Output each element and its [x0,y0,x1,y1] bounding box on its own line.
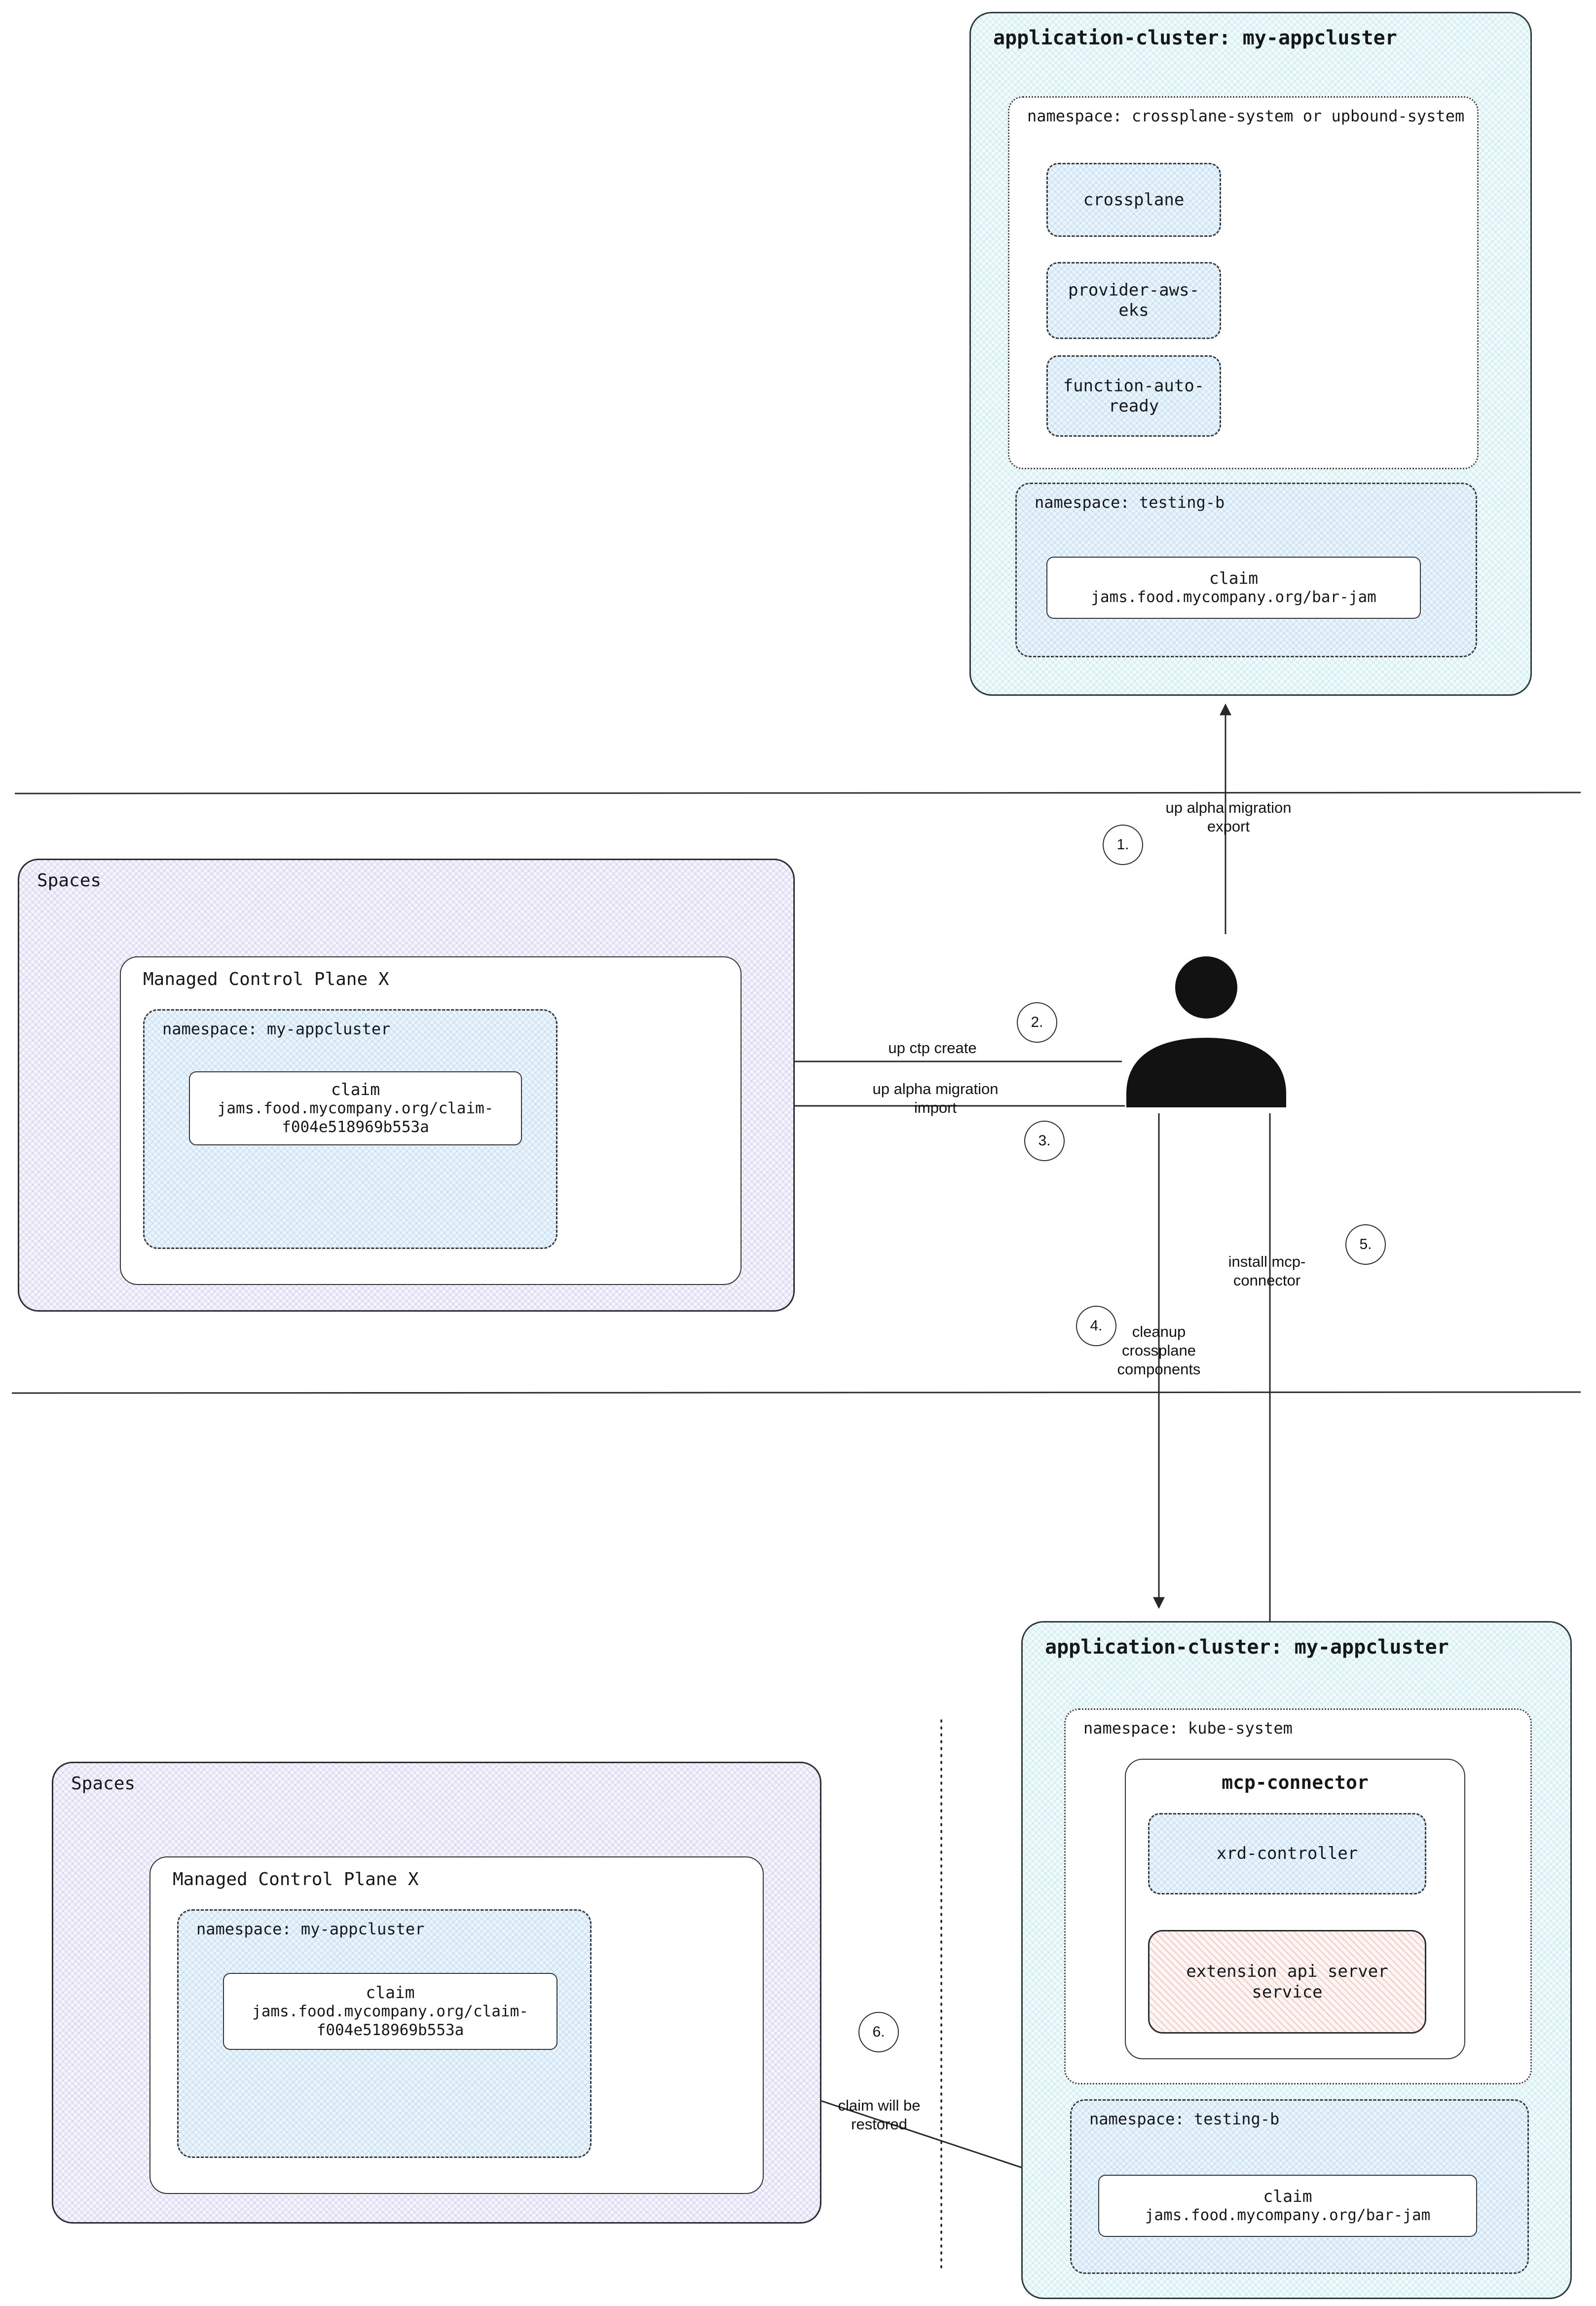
step1-badge: 1. [1103,825,1143,865]
user-icon [1126,956,1286,1107]
namespace-kube-system: namespace: kube-system mcp-connector xrd… [1064,1708,1532,2084]
step3-badge: 3. [1024,1121,1065,1161]
spaces-title: Spaces [37,870,102,891]
step6-badge: 6. [858,2012,899,2052]
namespace-my-appcluster-after: namespace: my-appcluster claim jams.food… [177,1909,592,2158]
claim-name: jams.food.mycompany.org/bar-jam [1091,588,1376,606]
namespace-label: namespace: testing-b [1089,2110,1280,2128]
section-divider-bottom [11,1391,1581,1394]
spaces-panel-before: Spaces Managed Control Plane X namespace… [18,859,795,1312]
managed-control-plane-after: Managed Control Plane X namespace: my-ap… [149,1856,764,2194]
spaces-title: Spaces [71,1774,136,1794]
step2-label: up ctp create [888,1039,977,1057]
claim-name: jams.food.mycompany.org/claim-f004e51896… [252,2003,528,2040]
namespace-testing-b-bottom: namespace: testing-b claim jams.food.myc… [1070,2099,1529,2274]
namespace-label: namespace: my-appcluster [162,1020,391,1038]
managed-control-plane-before: Managed Control Plane X namespace: my-ap… [120,956,742,1285]
bottom-cluster-title: application-cluster: my-appcluster [1045,1636,1449,1659]
namespace-label: namespace: my-appcluster [196,1920,425,1938]
claim-kind: claim [1209,568,1259,588]
control-plane-title: Managed Control Plane X [143,969,389,989]
component-extension-api-server-service: extension api server service [1148,1930,1426,2034]
step5-label: install mcp-connector [1228,1253,1306,1289]
namespace-label: namespace: testing-b [1035,493,1225,512]
step4-badge: 4. [1076,1306,1116,1346]
claim-card-migrated-after: claim jams.food.mycompany.org/claim-f004… [223,1973,557,2050]
claim-name: jams.food.mycompany.org/claim-f004e51896… [217,1099,494,1136]
claim-kind: claim [366,1983,415,2003]
spaces-panel-after: Spaces Managed Control Plane X namespace… [52,1762,821,2224]
claim-kind: claim [331,1080,380,1099]
bottom-application-cluster: application-cluster: my-appcluster names… [1021,1621,1572,2299]
claim-card-bar-jam-bottom: claim jams.food.mycompany.org/bar-jam [1098,2175,1477,2237]
claim-name: jams.food.mycompany.org/bar-jam [1145,2206,1431,2225]
namespace-label: namespace: kube-system [1083,1719,1293,1738]
step4-label: cleanup crossplane components [1117,1323,1201,1378]
top-application-cluster: application-cluster: my-appcluster names… [969,12,1532,696]
mcp-connector-title: mcp-connector [1222,1772,1369,1793]
control-plane-title: Managed Control Plane X [173,1869,419,1890]
step6-label: claim will be restored [838,2097,921,2133]
namespace-crossplane-system: namespace: crossplane-system or upbound-… [1008,96,1479,469]
claim-kind: claim [1263,2186,1312,2206]
step1-label: up alpha migration export [1165,799,1292,835]
claim-card-bar-jam-top: claim jams.food.mycompany.org/bar-jam [1046,557,1421,619]
namespace-label: namespace: crossplane-system or upbound-… [1027,107,1465,125]
claim-card-migrated-before: claim jams.food.mycompany.org/claim-f004… [189,1071,522,1145]
top-cluster-title: application-cluster: my-appcluster [993,27,1397,49]
step3-label: up alpha migration import [872,1080,999,1116]
step5-badge: 5. [1345,1224,1386,1265]
section-divider-top [14,792,1581,794]
component-function-auto-ready: function-auto-ready [1046,355,1221,437]
namespace-my-appcluster-before: namespace: my-appcluster claim jams.food… [143,1009,557,1249]
step2-badge: 2. [1017,1002,1057,1043]
mcp-connector-box: mcp-connector xrd-controller extension a… [1125,1759,1465,2059]
namespace-testing-b-top: namespace: testing-b claim jams.food.myc… [1015,483,1477,657]
component-provider-aws-eks: provider-aws-eks [1046,262,1221,339]
component-crossplane: crossplane [1046,163,1221,237]
component-xrd-controller: xrd-controller [1148,1813,1426,1894]
